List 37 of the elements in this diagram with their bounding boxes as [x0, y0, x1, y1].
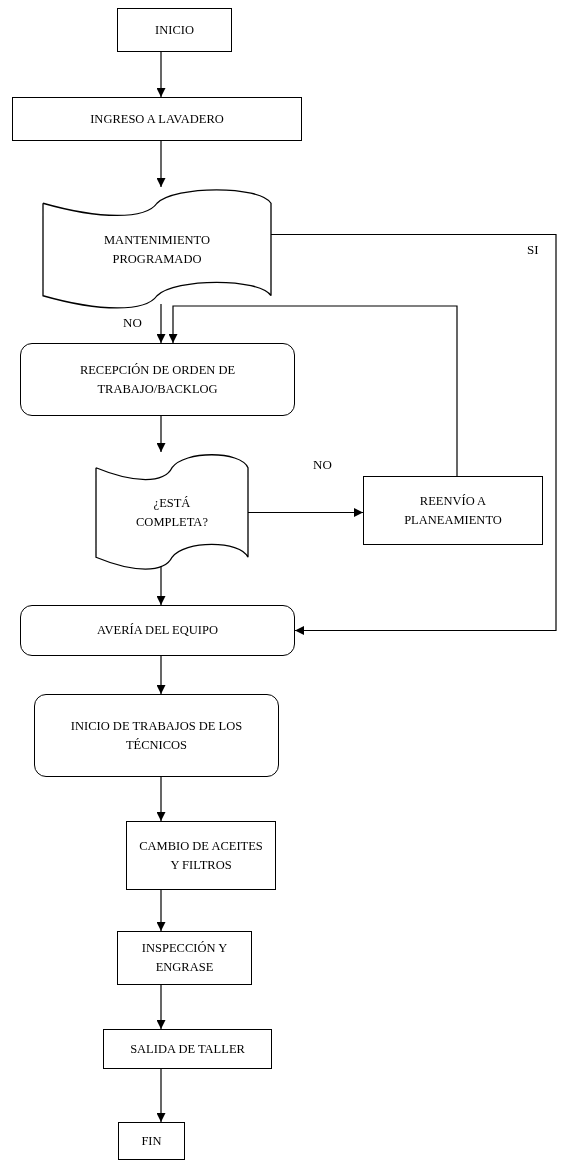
arrow [156, 564, 166, 606]
arrow [156, 776, 166, 822]
node-label: INGRESO A LAVADERO [90, 110, 224, 128]
node-label: RECEPCIÓN DE ORDEN DE TRABAJO/BACKLOG [78, 361, 237, 398]
arrow [156, 415, 166, 453]
arrow [156, 303, 166, 344]
arrow [156, 655, 166, 695]
process-box [117, 8, 232, 52]
arrow [156, 984, 166, 1030]
process-box [126, 821, 276, 890]
node-label: ¿ESTÁ COMPLETA? [135, 494, 209, 531]
node-label: CAMBIO DE ACEITES Y FILTROS [138, 837, 264, 874]
node-label: SALIDA DE TALLER [130, 1040, 245, 1058]
arrow [156, 51, 166, 98]
arrow [247, 508, 364, 517]
punched-tape-shape [43, 187, 271, 312]
process-box [103, 1029, 272, 1069]
node-label: MANTENIMIENTO PROGRAMADO [103, 231, 211, 268]
process-box [12, 97, 302, 141]
arrow [156, 140, 166, 188]
node-label: REENVÍO A PLANEAMIENTO [403, 492, 503, 529]
node-label: INSPECCIÓN Y ENGRASE [140, 940, 229, 976]
arrow [156, 1068, 166, 1123]
process-box [363, 476, 543, 545]
node-label: INICIO [155, 21, 194, 39]
rounded-process-box [20, 605, 295, 656]
rounded-process-box [20, 343, 295, 416]
node-label: INICIO DE TRABAJOS DE LOS TÉCNICOS [69, 717, 244, 754]
rounded-process-box [34, 694, 279, 777]
arrow [168, 305, 458, 477]
arrow [270, 233, 557, 635]
arrow [156, 889, 166, 932]
process-box [118, 1122, 185, 1160]
node-label: AVERÍA DEL EQUIPO [97, 622, 218, 640]
node-label: FIN [141, 1132, 162, 1150]
punched-tape-shape [96, 452, 248, 573]
process-box [117, 931, 252, 985]
